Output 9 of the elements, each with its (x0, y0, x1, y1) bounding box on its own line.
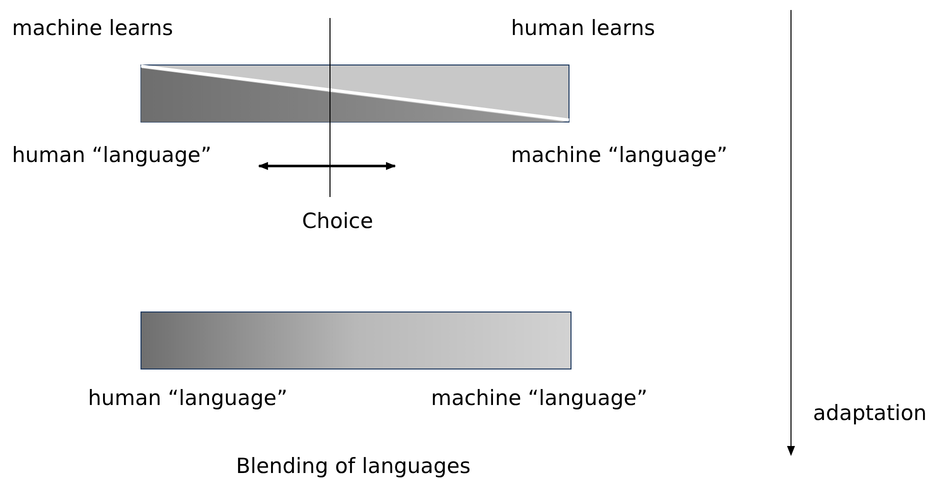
text-label: human “language” (88, 386, 288, 410)
text-label: machine learns (12, 16, 174, 40)
text-label: machine “language” (511, 143, 728, 167)
caption: Blending of languages (236, 454, 471, 478)
text-label: Choice (302, 209, 374, 233)
text-label: human learns (511, 16, 656, 40)
axis-label: adaptation (813, 401, 927, 425)
text-label: machine “language” (431, 386, 648, 410)
text-label: human “language” (12, 143, 212, 167)
